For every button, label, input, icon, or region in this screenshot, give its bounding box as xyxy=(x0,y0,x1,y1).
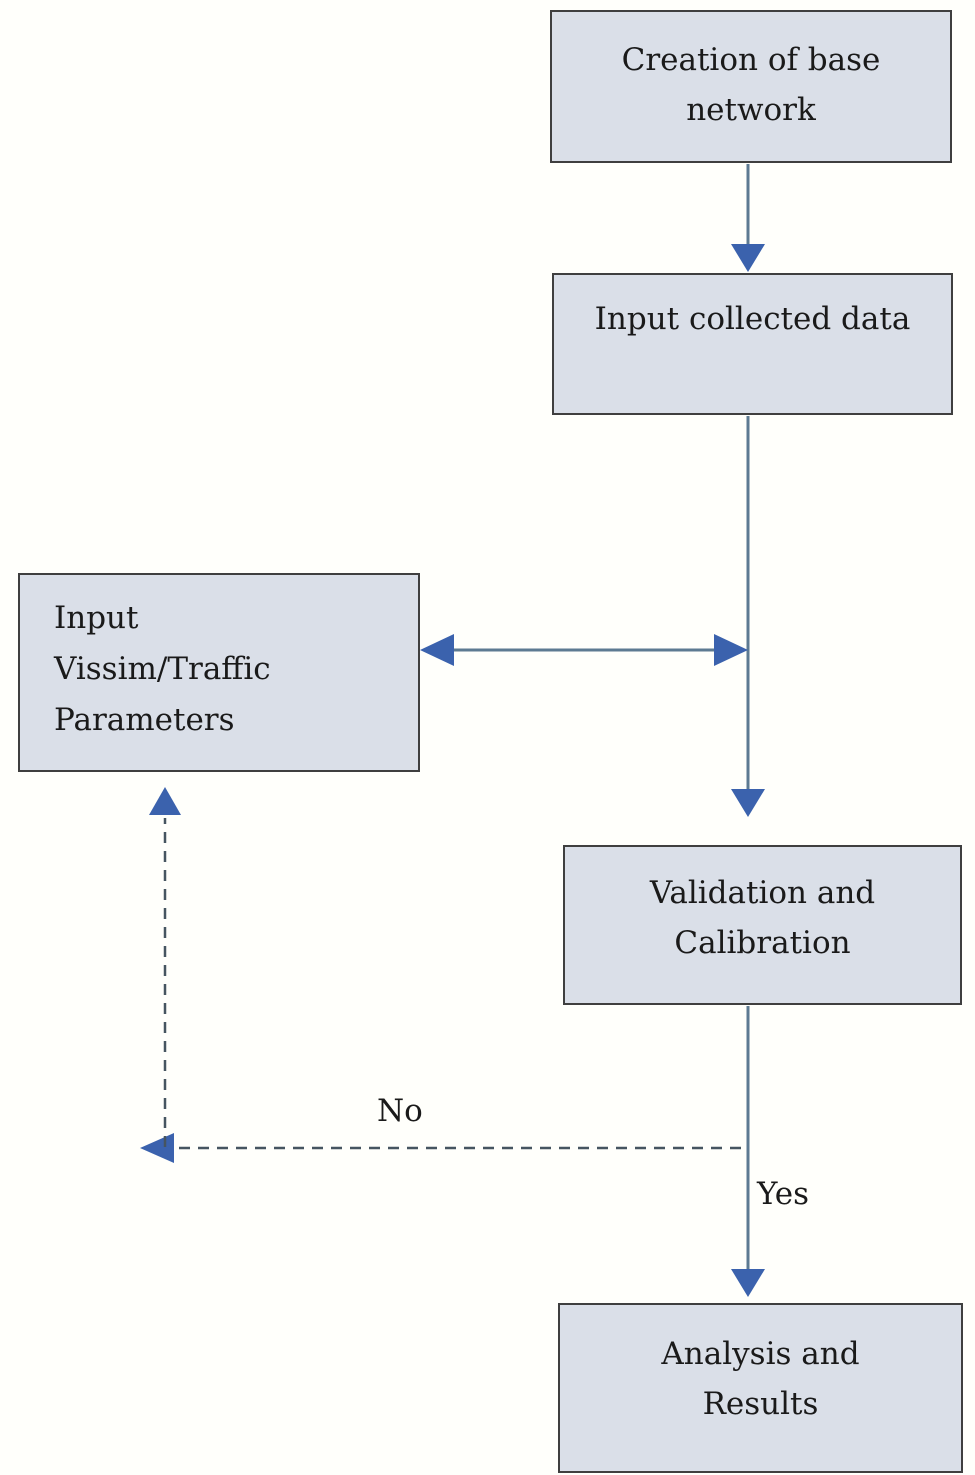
label-no: No xyxy=(377,1093,423,1129)
arrow-double-vissim-link xyxy=(420,634,748,666)
box-text-line: Validation and xyxy=(649,875,876,911)
arrow-creation-to-inputdata xyxy=(731,164,765,272)
box-input-collected-data: Input collected data xyxy=(552,273,953,415)
arrow-inputdata-to-validation xyxy=(731,416,765,817)
box-text-line: Vissim/Traffic xyxy=(54,651,271,687)
box-analysis-and-results: Analysis and Results xyxy=(558,1303,963,1473)
box-input-vissim-traffic-parameters: Input Vissim/Traffic Parameters xyxy=(18,573,420,772)
box-text-line: Analysis and xyxy=(661,1336,860,1372)
box-text-line: Parameters xyxy=(54,702,235,738)
box-text-line: Input collected data xyxy=(594,301,911,337)
box-text-line: Results xyxy=(702,1386,819,1422)
box-text-line: network xyxy=(686,92,816,128)
box-text-line: Creation of base xyxy=(621,42,881,78)
box-creation-of-base-network: Creation of base network xyxy=(550,10,952,163)
arrow-validation-to-analysis xyxy=(731,1006,765,1297)
dashed-no-arrow-horizontal xyxy=(140,1133,741,1163)
box-text-line: Input xyxy=(54,600,139,636)
label-yes: Yes xyxy=(757,1176,810,1212)
box-validation-and-calibration: Validation and Calibration xyxy=(563,845,962,1005)
box-text-line: Calibration xyxy=(674,925,851,961)
dashed-no-arrow-vertical xyxy=(149,787,181,1147)
